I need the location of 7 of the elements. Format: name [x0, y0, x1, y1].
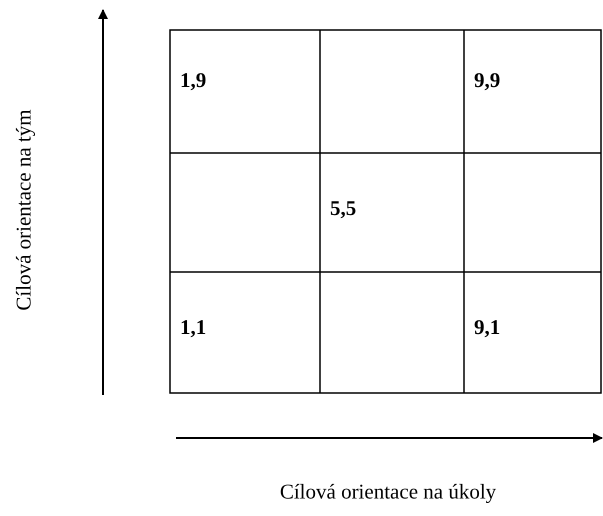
cell-value: 9,1 — [474, 315, 500, 340]
axis-label: Cílová orientace na tým — [12, 109, 36, 311]
cell-value: 1,9 — [180, 68, 206, 93]
cell-value: 9,9 — [474, 68, 500, 93]
axis-label: Cílová orientace na úkoly — [280, 480, 496, 504]
cell-value: 5,5 — [330, 196, 356, 221]
cell-value: 1,1 — [180, 315, 206, 340]
